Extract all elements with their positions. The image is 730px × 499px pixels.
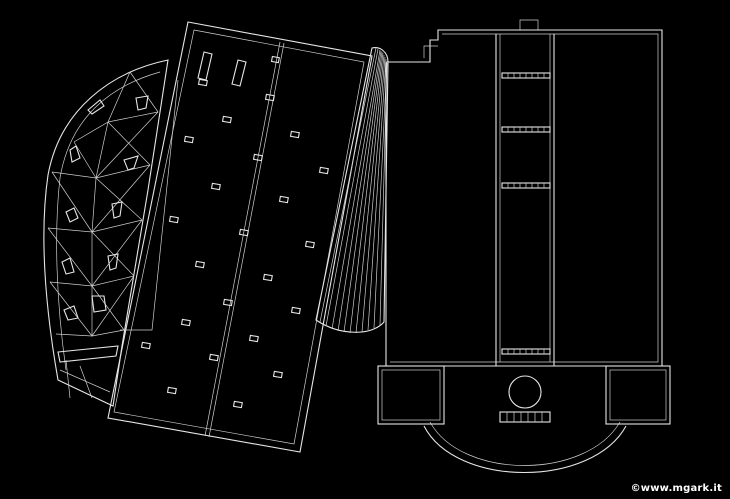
right-building (377, 19, 671, 473)
curved-wing-outline (43, 59, 169, 407)
curved-wing-base (57, 345, 119, 363)
main-hall-fixtures (140, 55, 329, 409)
curved-wing (43, 59, 169, 407)
curved-wing-inner-edge (56, 71, 161, 371)
main-hall-axis-2 (208, 42, 285, 438)
main-hall-outline (107, 21, 373, 453)
watermark-text: ©www.mgark.it (630, 483, 722, 494)
right-building-grille-ticks (507, 73, 545, 354)
main-hall-inner-outline (113, 29, 365, 445)
curved-wing-skylights (61, 95, 149, 321)
curved-wing-lattice (47, 71, 159, 337)
right-building-right-block (605, 365, 671, 425)
fan-connector (315, 47, 389, 334)
right-building-grid (499, 411, 551, 423)
right-building-grilles (501, 72, 551, 355)
right-building-central-strip (495, 34, 555, 366)
fan-connector-ribs (319, 47, 388, 334)
right-building-left-block (377, 365, 445, 425)
right-building-apse (423, 425, 627, 473)
main-hall (107, 21, 373, 453)
right-building-circle (508, 375, 542, 409)
right-building-outline (385, 29, 663, 367)
main-hall-axis-1 (204, 41, 281, 437)
fan-connector-outline (315, 47, 389, 333)
